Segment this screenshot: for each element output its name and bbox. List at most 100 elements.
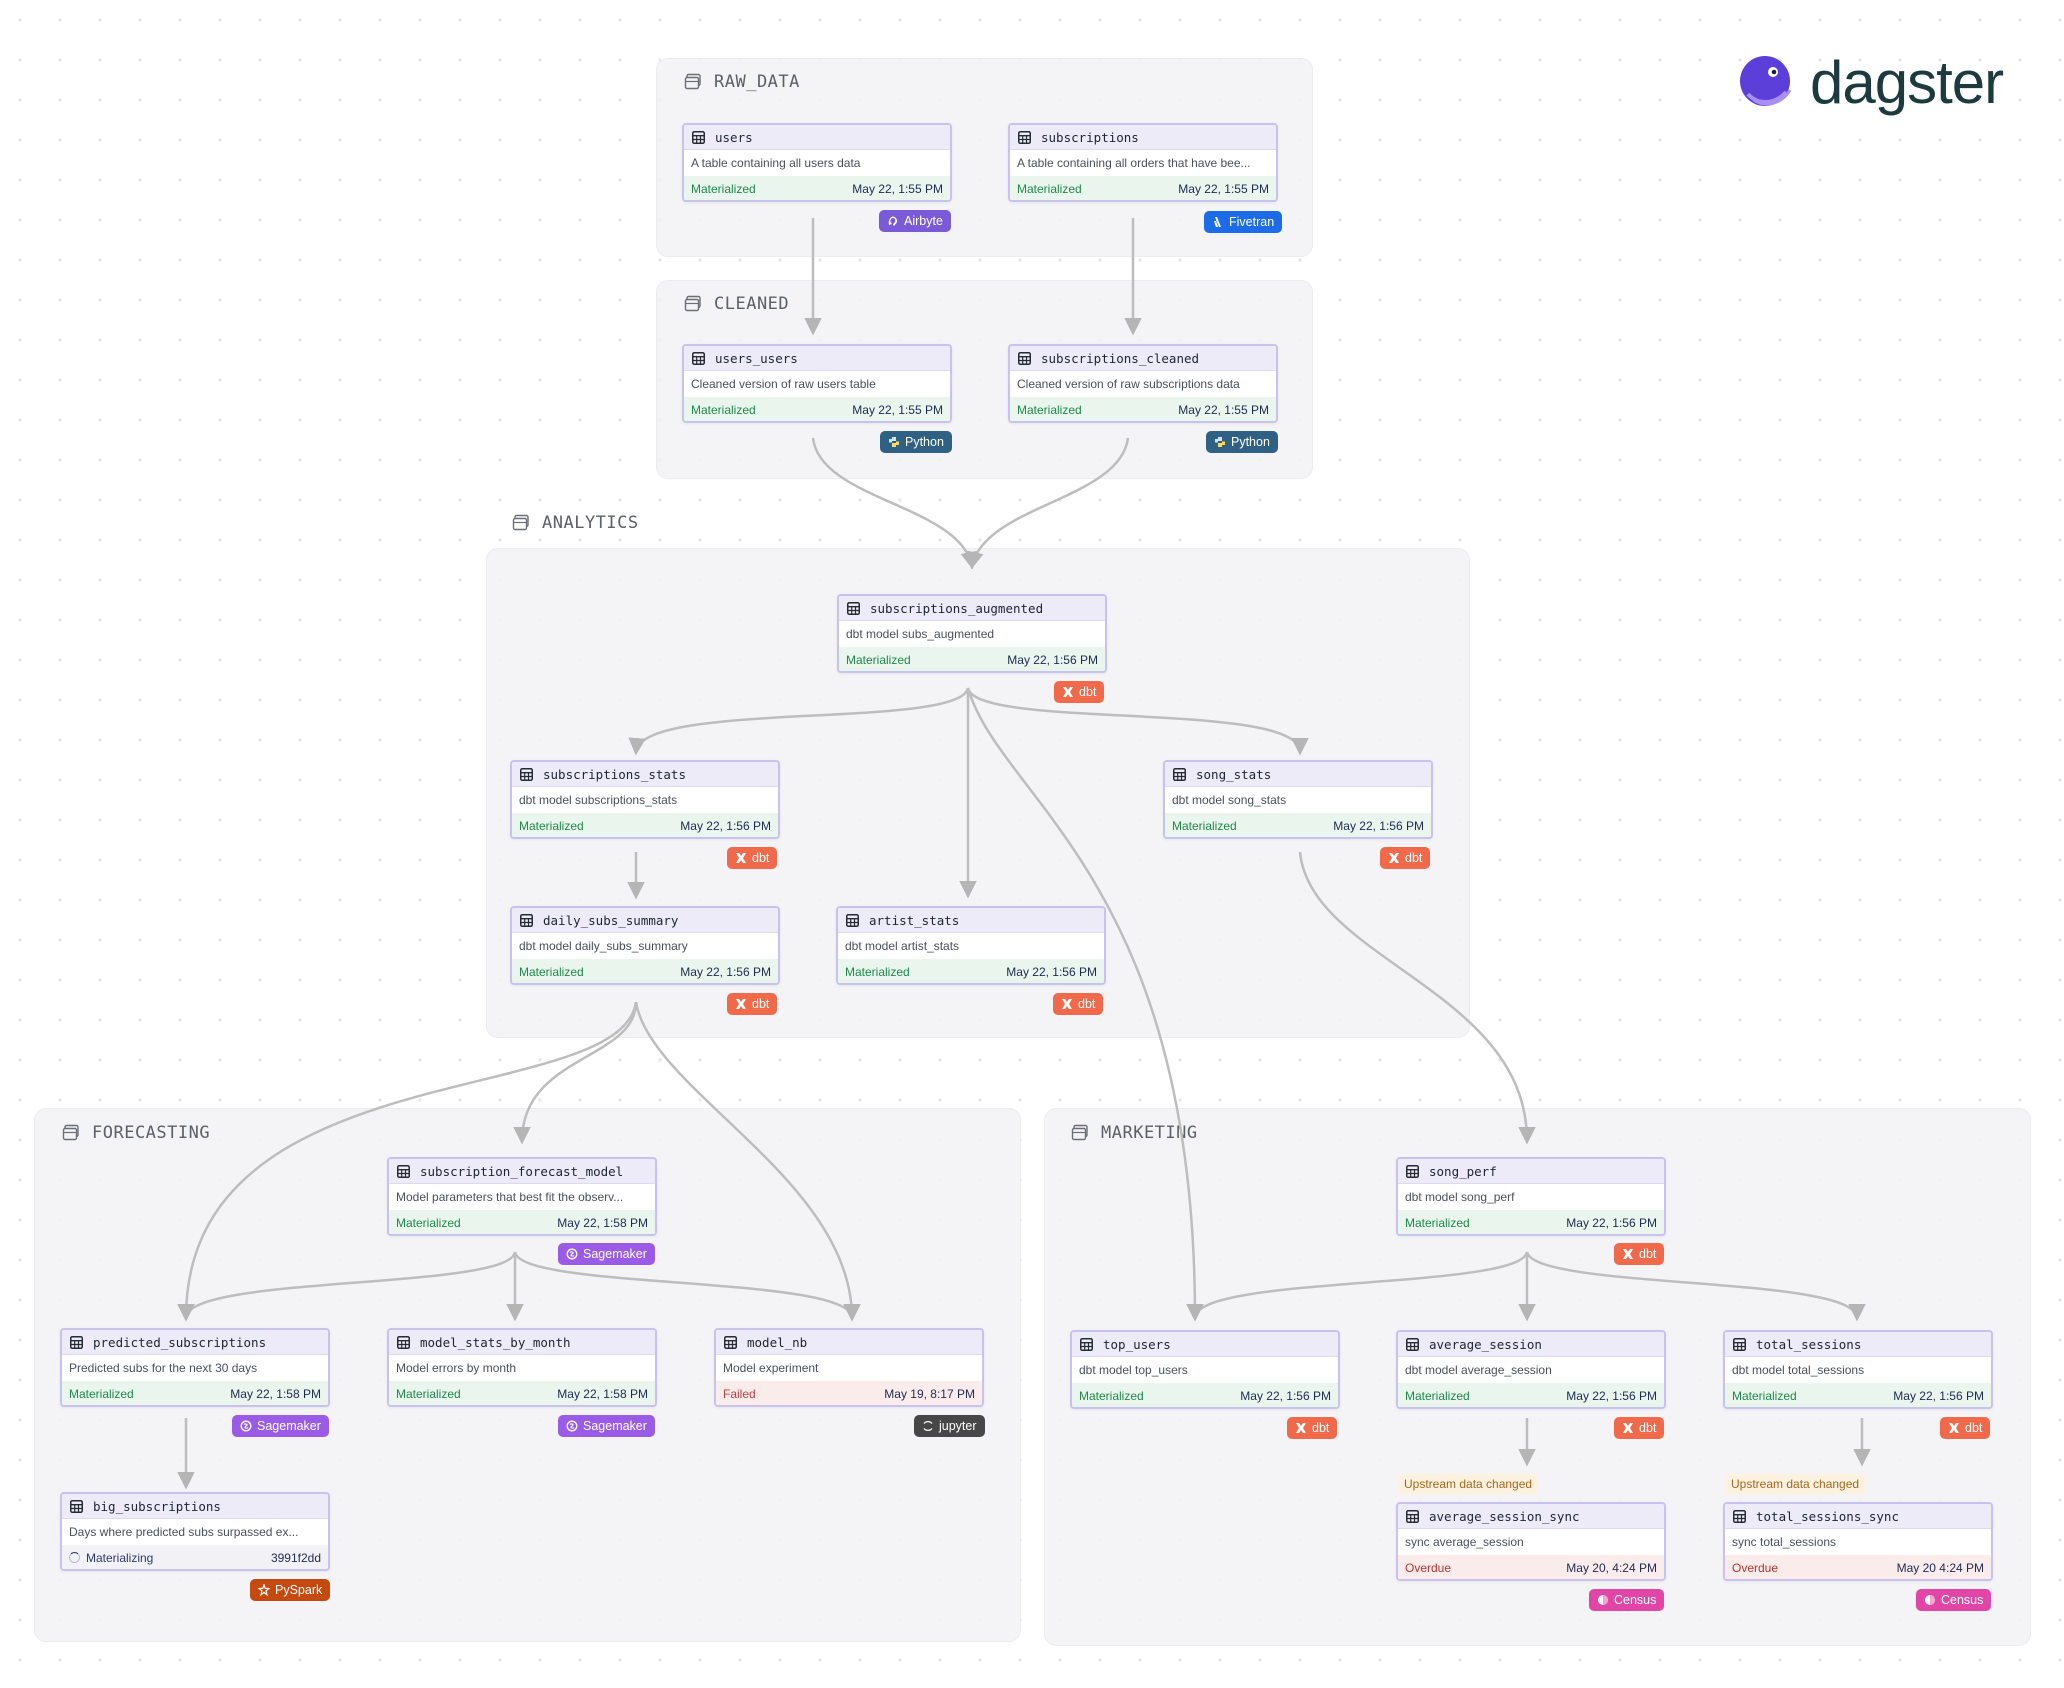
- asset-node-users[interactable]: users A table containing all users data …: [682, 123, 952, 202]
- sagemaker-icon: [240, 1420, 252, 1432]
- asset-status-row: Materialized May 22, 1:58 PM: [389, 1210, 655, 1234]
- sagemaker-badge: Sagemaker: [232, 1415, 329, 1437]
- node-header: average_session_sync: [1398, 1504, 1664, 1529]
- materialized-timestamp[interactable]: May 22, 1:55 PM: [852, 181, 943, 196]
- status-label: Materialized: [69, 1386, 134, 1401]
- materialized-timestamp[interactable]: May 22, 1:56 PM: [1007, 652, 1098, 667]
- layers-icon: [512, 514, 529, 531]
- asset-status-row: Materialized May 22, 1:56 PM: [839, 647, 1105, 671]
- asset-name: average_session: [1429, 1336, 1542, 1352]
- materialized-timestamp[interactable]: May 22, 1:56 PM: [680, 818, 771, 833]
- dbt-icon: [1389, 853, 1399, 863]
- layers-icon: [684, 73, 701, 90]
- table-icon: [520, 767, 533, 781]
- asset-description: dbt model subs_augmented: [846, 627, 995, 641]
- asset-name: users: [715, 129, 753, 145]
- python-icon: [889, 437, 899, 447]
- asset-status-row: Materialized May 22, 1:56 PM: [1398, 1210, 1664, 1234]
- asset-node-total-sessions[interactable]: total_sessions dbt model total_sessions …: [1723, 1330, 1993, 1409]
- materialized-timestamp[interactable]: May 22, 1:55 PM: [1178, 181, 1269, 196]
- asset-node-artist-stats[interactable]: artist_stats dbt model artist_stats Mate…: [836, 906, 1106, 985]
- census-badge: Census: [1916, 1589, 1992, 1611]
- asset-name: subscription_forecast_model: [420, 1163, 624, 1179]
- node-header: total_sessions: [1725, 1332, 1991, 1357]
- asset-node-users-users[interactable]: users_users Cleaned version of raw users…: [682, 344, 952, 423]
- materialized-timestamp[interactable]: May 22, 1:56 PM: [1006, 964, 1097, 979]
- pyspark-icon: [258, 1584, 270, 1596]
- badge-label: Sagemaker: [257, 1419, 321, 1433]
- table-icon: [1733, 1337, 1746, 1351]
- badge-label: Airbyte: [904, 214, 943, 228]
- asset-node-subscriptions[interactable]: subscriptions A table containing all ord…: [1008, 123, 1278, 202]
- dagster-logo[interactable]: dagster: [1738, 48, 2004, 117]
- status-label: Materialized: [845, 964, 910, 979]
- asset-status-row: Materialized May 22, 1:56 PM: [1072, 1383, 1338, 1407]
- materialized-timestamp[interactable]: May 22, 1:55 PM: [1178, 402, 1269, 417]
- status-label: Materialized: [1017, 402, 1082, 417]
- run-id[interactable]: 3991f2dd: [270, 1550, 321, 1565]
- status-label: Materialized: [1732, 1388, 1797, 1403]
- asset-node-average-session-sync[interactable]: average_session_sync sync average_sessio…: [1396, 1502, 1666, 1581]
- asset-name: predicted_subscriptions: [93, 1334, 267, 1350]
- status-label: Materialized: [519, 964, 584, 979]
- asset-status-row: Materializing 3991f2dd: [62, 1545, 328, 1569]
- dbt-icon: [1063, 687, 1073, 697]
- asset-description: dbt model song_stats: [1172, 793, 1287, 807]
- materialized-timestamp[interactable]: May 20 4:24 PM: [1896, 1560, 1984, 1575]
- spinner-icon: [69, 1552, 80, 1563]
- materialized-timestamp[interactable]: May 22, 1:55 PM: [852, 402, 943, 417]
- asset-node-big-subscriptions[interactable]: big_subscriptions Days where predicted s…: [60, 1492, 330, 1571]
- badge-label: Fivetran: [1229, 215, 1275, 229]
- asset-description: dbt model top_users: [1079, 1363, 1188, 1377]
- asset-status-row: Materialized May 22, 1:56 PM: [1398, 1383, 1664, 1407]
- materialized-timestamp[interactable]: May 22, 1:58 PM: [557, 1215, 648, 1230]
- materialized-timestamp[interactable]: May 22, 1:56 PM: [1240, 1388, 1331, 1403]
- python-icon: [1215, 437, 1225, 447]
- asset-node-model-stats-by-month[interactable]: model_stats_by_month Model errors by mon…: [387, 1328, 657, 1407]
- asset-status-row: Materialized May 22, 1:56 PM: [512, 813, 778, 837]
- dbt-icon: [1949, 1423, 1959, 1433]
- asset-node-total-sessions-sync[interactable]: total_sessions_sync sync total_sessions …: [1723, 1502, 1993, 1581]
- materialized-timestamp[interactable]: May 22, 1:56 PM: [1566, 1215, 1657, 1230]
- badge-label: Sagemaker: [583, 1247, 647, 1261]
- asset-node-top-users[interactable]: top_users dbt model top_users Materializ…: [1070, 1330, 1340, 1409]
- asset-node-subscriptions-stats[interactable]: subscriptions_stats dbt model subscripti…: [510, 760, 780, 839]
- asset-name: subscriptions_cleaned: [1041, 350, 1200, 366]
- group-title: CLEANED: [714, 294, 790, 314]
- asset-description: Model experiment: [723, 1361, 819, 1375]
- materialized-timestamp[interactable]: May 22, 1:58 PM: [557, 1386, 648, 1401]
- badge-label: dbt: [1639, 1421, 1657, 1435]
- badge-label: dbt: [1405, 851, 1423, 865]
- node-header: artist_stats: [838, 908, 1104, 933]
- materialized-timestamp[interactable]: May 22, 1:56 PM: [1893, 1388, 1984, 1403]
- asset-node-subscriptions-augmented[interactable]: subscriptions_augmented dbt model subs_a…: [837, 594, 1107, 673]
- status-label: Materialized: [396, 1386, 461, 1401]
- group-label-cleaned[interactable]: CLEANED: [684, 294, 789, 314]
- group-label-analytics[interactable]: ANALYTICS: [512, 513, 639, 533]
- materialized-timestamp[interactable]: May 22, 1:56 PM: [1566, 1388, 1657, 1403]
- run-timestamp[interactable]: May 19, 8:17 PM: [884, 1386, 975, 1401]
- dagster-octopus-icon: [1740, 55, 1792, 106]
- materialized-timestamp[interactable]: May 22, 1:58 PM: [230, 1386, 321, 1401]
- group-label-raw-data[interactable]: RAW_DATA: [684, 72, 800, 92]
- asset-node-song-perf[interactable]: song_perf dbt model song_perf Materializ…: [1396, 1157, 1666, 1236]
- asset-description: sync total_sessions: [1732, 1535, 1837, 1549]
- dbt-badge: dbt: [1054, 681, 1105, 703]
- asset-node-subscriptions-cleaned[interactable]: subscriptions_cleaned Cleaned version of…: [1008, 344, 1278, 423]
- asset-status-row: Materialized May 22, 1:56 PM: [838, 959, 1104, 983]
- materialized-timestamp[interactable]: May 22, 1:56 PM: [680, 964, 771, 979]
- asset-description: dbt model subscriptions_stats: [519, 793, 678, 807]
- group-label-marketing[interactable]: MARKETING: [1071, 1123, 1198, 1143]
- asset-node-daily-subs-summary[interactable]: daily_subs_summary dbt model daily_subs_…: [510, 906, 780, 985]
- dbt-icon: [1623, 1249, 1633, 1259]
- sagemaker-icon: [566, 1420, 578, 1432]
- asset-node-song-stats[interactable]: song_stats dbt model song_stats Material…: [1163, 760, 1433, 839]
- asset-node-average-session[interactable]: average_session dbt model average_sessio…: [1396, 1330, 1666, 1409]
- materialized-timestamp[interactable]: May 20, 4:24 PM: [1566, 1560, 1657, 1575]
- node-header: song_perf: [1398, 1159, 1664, 1184]
- group-label-forecasting[interactable]: FORECASTING: [62, 1123, 210, 1143]
- asset-node-model-nb[interactable]: model_nb Model experiment Failed May 19,…: [714, 1328, 984, 1407]
- asset-node-subscription-forecast-model[interactable]: subscription_forecast_model Model parame…: [387, 1157, 657, 1236]
- materialized-timestamp[interactable]: May 22, 1:56 PM: [1333, 818, 1424, 833]
- asset-node-predicted-subscriptions[interactable]: predicted_subscriptions Predicted subs f…: [60, 1328, 330, 1407]
